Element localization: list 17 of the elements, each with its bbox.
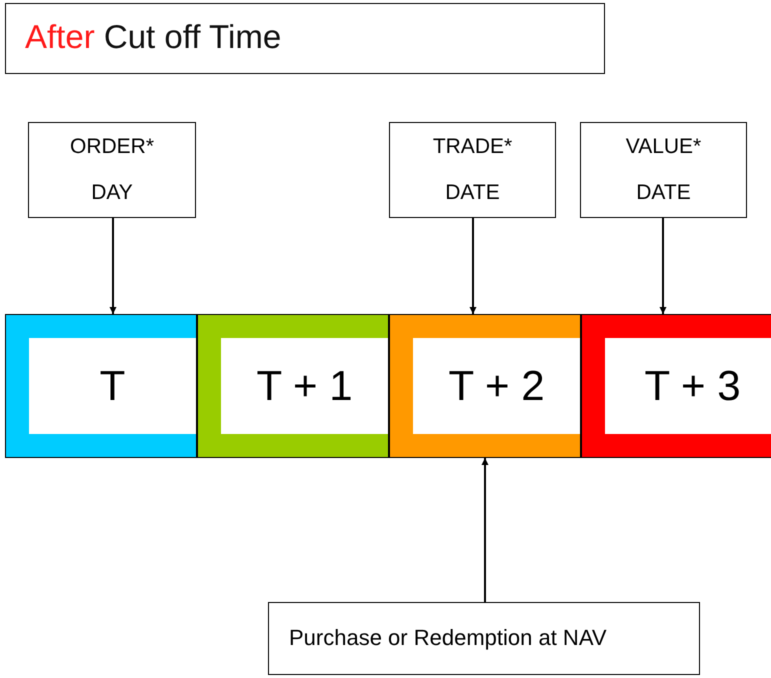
day-label: T [29,338,196,434]
day-label: T + 3 [605,338,771,434]
day-cell [197,314,389,458]
note-box: Purchase or Redemption at NAV [268,602,700,675]
day-label: T + 2 [413,338,580,434]
date-box: ORDER* DAY [28,122,196,218]
day-cell [389,314,581,458]
arrow [660,218,666,314]
day-label: T + 1 [221,338,388,434]
arrow [482,458,488,602]
title: After Cut off Time [25,18,282,56]
arrow [110,218,116,314]
day-cell [581,314,771,458]
arrow [470,218,476,314]
day-cell [5,314,197,458]
date-box: TRADE* DATE [389,122,556,218]
date-box: VALUE* DATE [580,122,747,218]
